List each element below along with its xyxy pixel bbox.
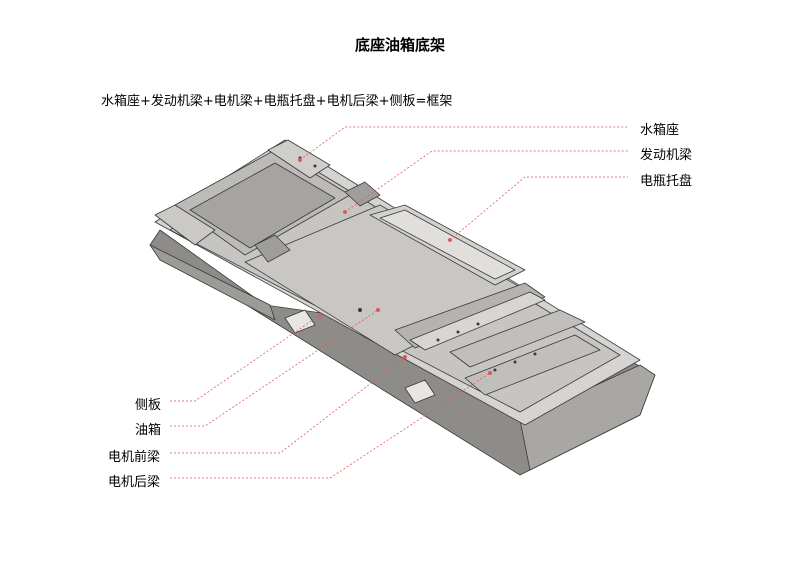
motor-rear-beam-1 bbox=[449, 309, 586, 368]
page-title: 底座油箱底架 bbox=[354, 36, 445, 54]
callout-battery-tray: 电瓶托盘 bbox=[640, 174, 693, 189]
callout-motor-rear-beam: 电机后梁 bbox=[108, 475, 161, 490]
right-end-block bbox=[519, 364, 656, 471]
leader-side-plate bbox=[170, 314, 321, 402]
leader-engine-beam bbox=[344, 150, 628, 213]
callout-engine-beam: 发动机梁 bbox=[640, 148, 693, 163]
assembly-formula: 水箱座+发动机梁+电机梁+电瓶托盘+电机后梁+侧板=框架 bbox=[101, 94, 453, 109]
motor-rear-beam-2 bbox=[464, 334, 601, 396]
fuel-tank-port-1 bbox=[284, 309, 316, 334]
leader-motor-rear-beam bbox=[170, 372, 491, 479]
leader-battery-tray bbox=[449, 176, 628, 241]
engine-beam-bracket bbox=[344, 181, 381, 207]
side-plate bbox=[149, 244, 276, 321]
frame-assembly-drawing bbox=[100, 112, 700, 490]
callout-water-tank-seat: 水箱座 bbox=[640, 123, 680, 138]
callout-fuel-tank: 油箱 bbox=[135, 423, 162, 438]
fuel-tank-port-2 bbox=[404, 379, 436, 404]
engine-beam-bracket-2 bbox=[254, 234, 291, 263]
battery-tray-lip bbox=[379, 209, 516, 280]
leader-water-tank-seat bbox=[299, 126, 628, 161]
tank-box-left-inner bbox=[189, 162, 336, 249]
callout-side-plate: 侧板 bbox=[135, 398, 162, 413]
tank-seat-bracket-left bbox=[154, 204, 216, 246]
motor-front-beam-top bbox=[409, 291, 546, 351]
callout-motor-front-beam: 电机前梁 bbox=[108, 450, 161, 465]
leader-fuel-tank bbox=[170, 309, 379, 427]
leader-motor-front-beam bbox=[170, 356, 406, 454]
